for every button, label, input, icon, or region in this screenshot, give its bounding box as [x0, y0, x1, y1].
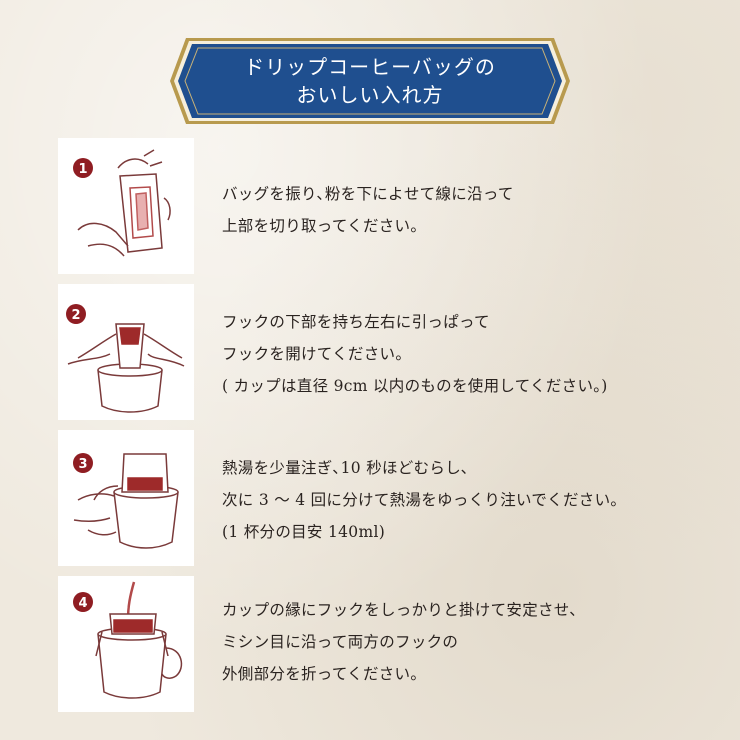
- step-3-line-1: 熱湯を少量注ぎ､10 秒ほどむらし､: [222, 459, 470, 477]
- cup-with-hooks-icon: [95, 581, 183, 699]
- step-number-badge: [73, 158, 93, 178]
- hand-tearing-bag-icon: [77, 149, 171, 257]
- banner-title: ドリップコーヒーバッグの おいしい入れ方: [168, 36, 572, 126]
- title-line-1: ドリップコーヒーバッグの: [244, 55, 496, 79]
- step-3-line-3: (1 杯分の目安 140ml): [222, 523, 386, 541]
- step-4-text: カップの縁にフックをしっかりと掛けて安定させ､ ミシン目に沿って両方のフックの …: [222, 594, 578, 690]
- step-2-text: フックの下部を持ち左右に引っぱって フックを開けてください。 ( カップは直径 …: [222, 306, 608, 402]
- step-number-badge: [66, 304, 86, 324]
- step-1-illustration: 1: [58, 138, 194, 274]
- step-1-text: バッグを振り､粉を下によせて線に沿って 上部を切り取ってください。: [222, 178, 514, 242]
- step-1-line-2: 上部を切り取ってください。: [222, 217, 427, 235]
- step-3-illustration: 3: [58, 430, 194, 566]
- step-number-label: 1: [78, 162, 87, 177]
- step-2-line-3: ( カップは直径 9cm 以内のものを使用してください。): [222, 377, 608, 395]
- step-2-line-1: フックの下部を持ち左右に引っぱって: [222, 313, 490, 331]
- step-2-illustration: 2: [58, 284, 194, 420]
- step-number-label: 2: [71, 308, 80, 323]
- step-4-line-2: ミシン目に沿って両方のフックの: [222, 633, 459, 651]
- step-number-badge: [73, 592, 93, 612]
- step-1-line-1: バッグを振り､粉を下によせて線に沿って: [222, 185, 514, 203]
- title-banner: ドリップコーヒーバッグの おいしい入れ方: [168, 36, 572, 126]
- hands-opening-hook-icon: [67, 323, 185, 413]
- step-number-badge: [73, 453, 93, 473]
- cup-with-drip-bag-icon: [73, 453, 179, 549]
- step-4-line-1: カップの縁にフックをしっかりと掛けて安定させ､: [222, 601, 578, 619]
- step-3-text: 熱湯を少量注ぎ､10 秒ほどむらし､ 次に 3 ～ 4 回に分けて熱湯をゆっくり…: [222, 452, 626, 548]
- step-4-illustration: 4: [58, 576, 194, 712]
- step-2-line-2: フックを開けてください。: [222, 345, 412, 363]
- step-number-label: 3: [78, 457, 87, 472]
- step-4-line-3: 外側部分を折ってください。: [222, 665, 427, 683]
- step-number-label: 4: [78, 596, 87, 611]
- step-3-line-2: 次に 3 ～ 4 回に分けて熱湯をゆっくり注いでください。: [222, 491, 627, 509]
- banner-frame: [170, 38, 570, 124]
- title-line-2: おいしい入れ方: [296, 83, 444, 107]
